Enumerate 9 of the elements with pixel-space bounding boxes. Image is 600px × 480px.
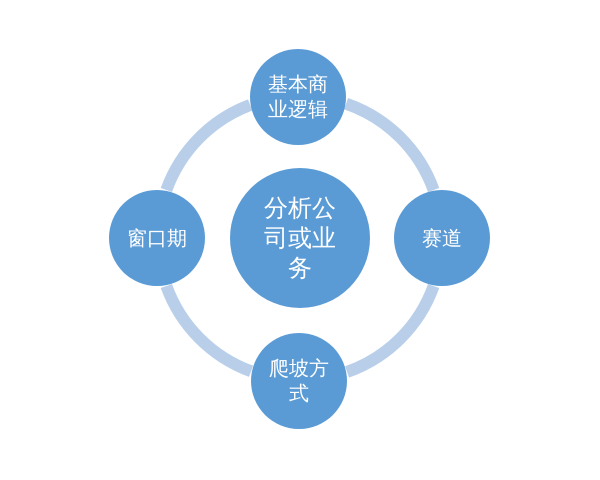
ring-arc bbox=[344, 284, 440, 378]
ring-arc bbox=[344, 98, 440, 192]
circle-node: 基本商业逻辑 bbox=[250, 49, 346, 145]
circle-node: 分析公司或业务 bbox=[230, 168, 370, 308]
circle-node: 赛道 bbox=[394, 190, 490, 286]
circle-node: 爬坡方式 bbox=[251, 333, 347, 429]
ring-arc bbox=[160, 284, 254, 377]
circle-node: 窗口期 bbox=[109, 190, 205, 286]
ring-arc bbox=[160, 100, 253, 192]
